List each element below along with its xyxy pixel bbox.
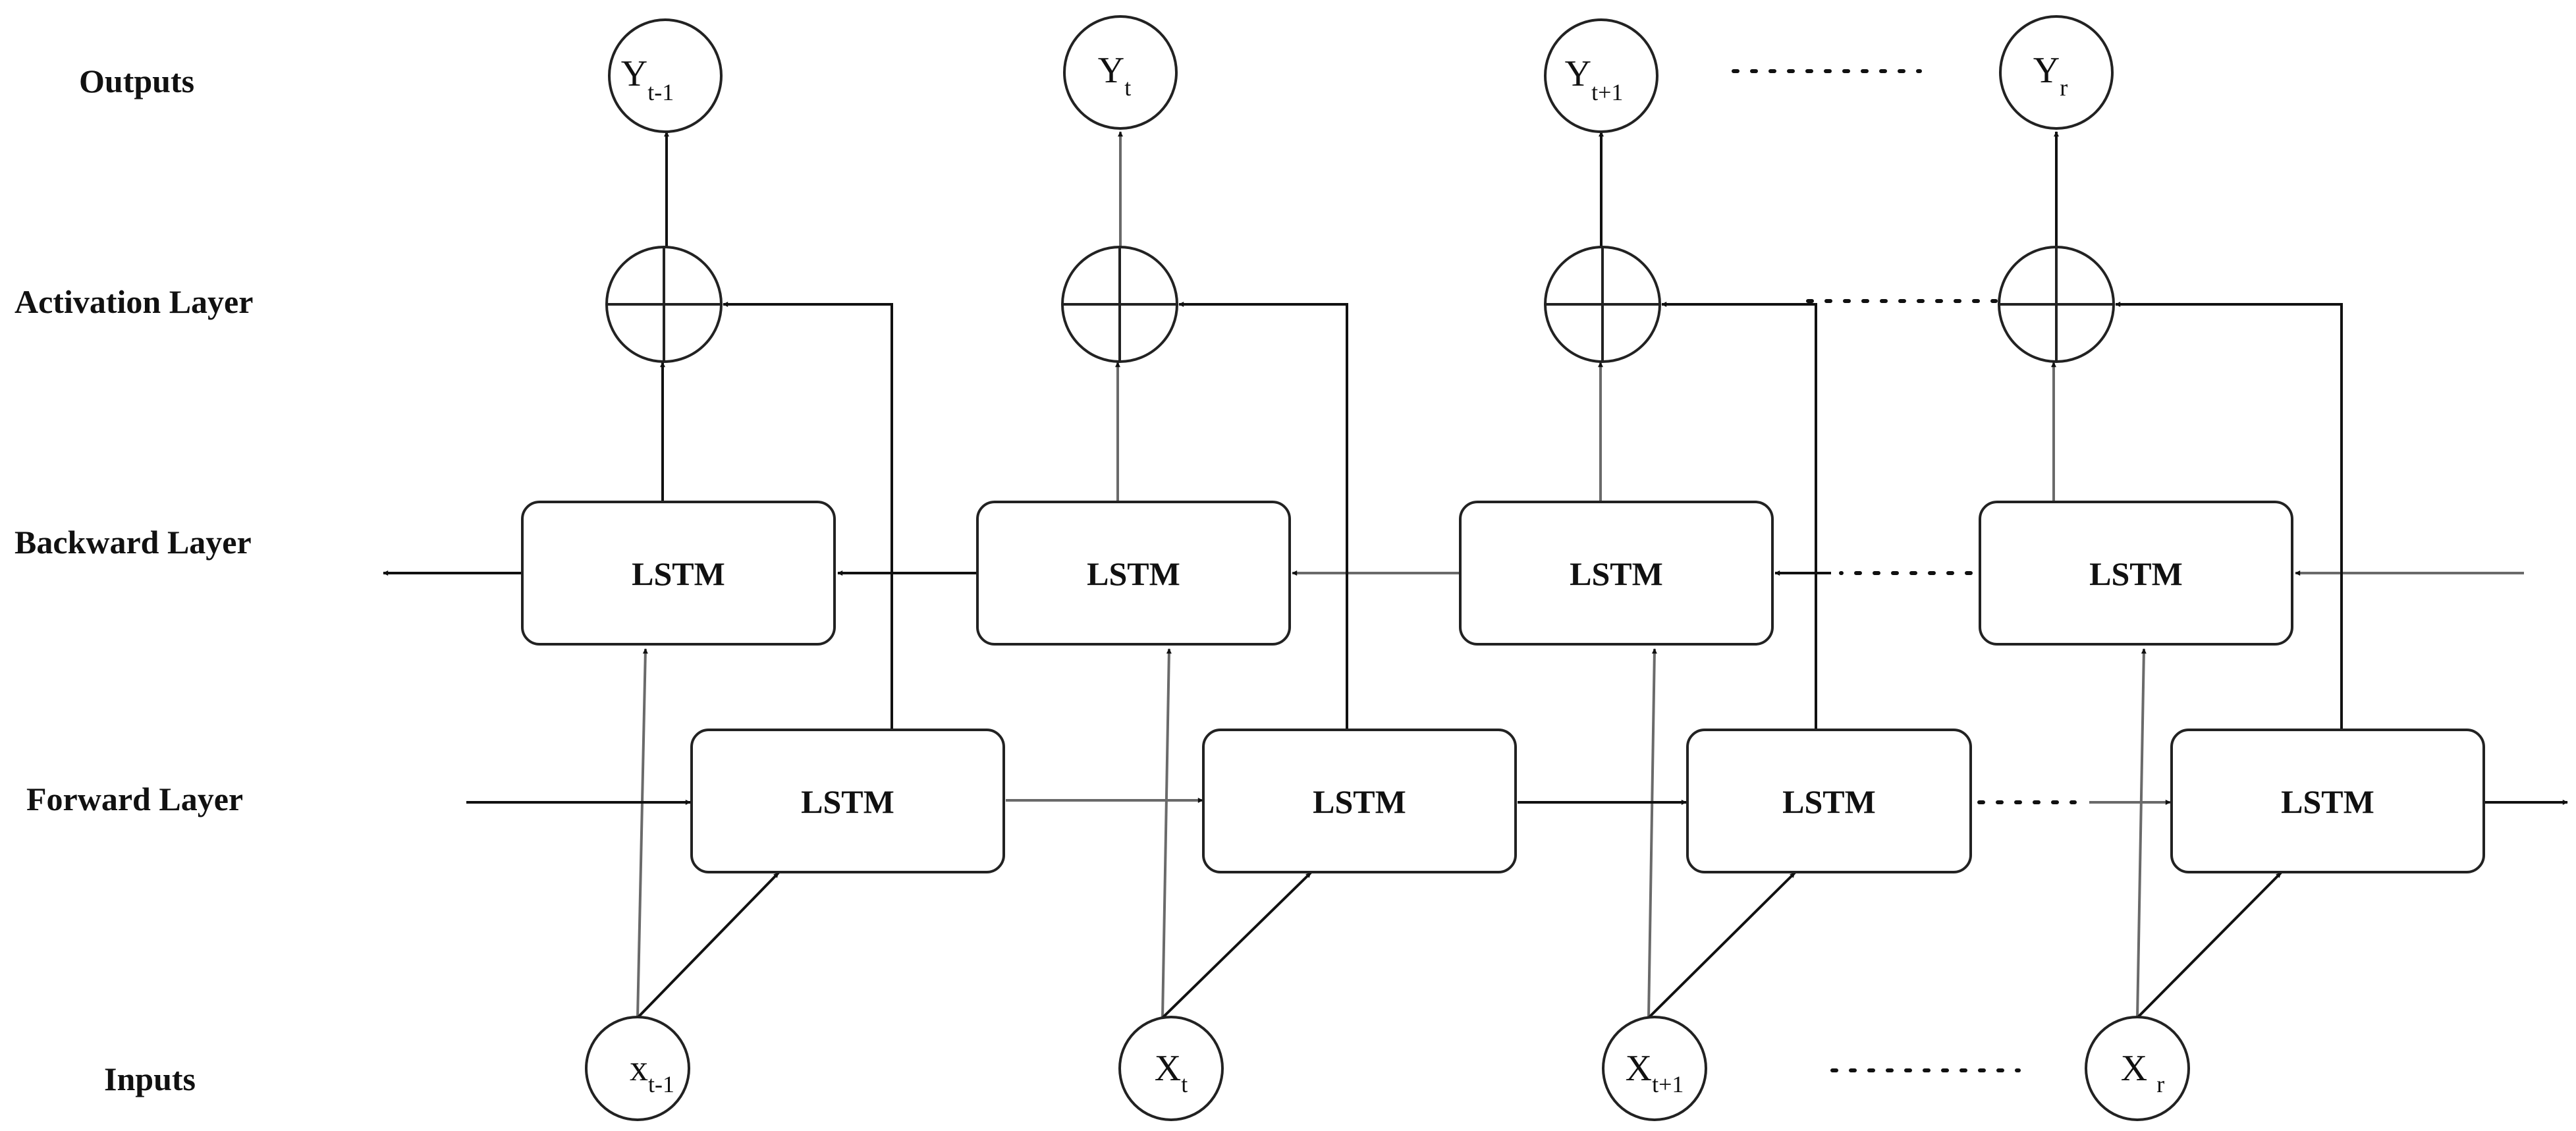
input-node-main: X	[1155, 1048, 1181, 1089]
output-node: Yt-1	[608, 18, 723, 133]
line-forward3-to-act	[1811, 303, 1817, 730]
layer-label-inputs: Inputs	[104, 1061, 196, 1097]
output-node-main: Y	[1565, 53, 1591, 94]
output-node-main: Y	[2033, 50, 2060, 91]
svg-text:Xt+1: Xt+1	[1626, 1048, 1684, 1097]
arrow-input2-to-backward	[1161, 648, 1172, 1018]
lstm-label: LSTM	[632, 555, 725, 592]
forward-lstm-box: LSTM	[690, 729, 1005, 873]
output-node: Yt+1	[1544, 18, 1658, 133]
arrow-input4-to-backward	[2136, 648, 2147, 1018]
backward-lstm-box: LSTM	[976, 501, 1291, 646]
input-node: X r	[2085, 1016, 2190, 1121]
lstm-label: LSTM	[2281, 783, 2374, 820]
input-nodes: xt-1 Xt Xt+1 X r	[585, 1016, 2190, 1121]
forward-lstm-box: LSTM	[2170, 729, 2485, 873]
input-node: Xt	[1118, 1016, 1224, 1121]
layer-label-backward: Backward Layer	[14, 524, 252, 561]
svg-text:Xt: Xt	[1155, 1048, 1188, 1097]
layer-label-activation: Activation Layer	[14, 283, 253, 320]
forward-lstm-box: LSTM	[1686, 729, 1972, 873]
output-node-sub: t-1	[647, 79, 674, 105]
input-node-main: x	[630, 1048, 648, 1089]
connections	[383, 131, 2568, 1019]
svg-text:Yr: Yr	[2033, 50, 2068, 101]
sum-node-icon	[1998, 246, 2115, 363]
input-node-sub: t	[1181, 1071, 1188, 1097]
svg-text:Yt: Yt	[1098, 50, 1131, 101]
arrow-forward1-to-act	[723, 302, 893, 730]
layer-label-forward: Forward Layer	[26, 781, 243, 817]
input-node: xt-1	[585, 1016, 690, 1121]
output-node-sub: r	[2060, 74, 2068, 101]
output-nodes: Yt-1 Yt Yt+1 Yr	[608, 15, 2114, 133]
output-node-sub: t+1	[1591, 79, 1623, 105]
backward-lstm-box: LSTM	[1459, 501, 1774, 646]
svg-text:Yt-1: Yt-1	[621, 53, 674, 105]
lstm-label: LSTM	[1313, 783, 1406, 820]
sum-node-icon	[1061, 246, 1178, 363]
svg-text:Yt+1: Yt+1	[1565, 53, 1624, 105]
output-node-main: Y	[621, 53, 647, 94]
backward-lstm-boxes: LSTM LSTM LSTM LSTM	[521, 501, 2293, 646]
input-node-main: X	[2121, 1048, 2156, 1089]
svg-text:xt-1: xt-1	[630, 1048, 674, 1097]
backward-lstm-box: LSTM	[1979, 501, 2293, 646]
input-node-sub: t-1	[648, 1071, 674, 1097]
forward-lstm-boxes: LSTM LSTM LSTM LSTM	[690, 729, 2485, 873]
arrow-forward2-to-act	[1178, 302, 1348, 730]
arrow-input3-to-backward	[1647, 648, 1657, 1018]
input-node: Xt+1	[1602, 1016, 1707, 1121]
forward-lstm-box: LSTM	[1202, 729, 1517, 873]
arrow-input4-to-forward	[2136, 871, 2282, 1019]
output-node: Yt	[1063, 15, 1178, 130]
sum-node-icon	[1544, 246, 1661, 363]
lstm-label: LSTM	[1570, 555, 1663, 592]
activation-nodes	[605, 246, 2115, 363]
output-node: Yr	[1999, 15, 2114, 130]
input-node-sub: r	[2156, 1071, 2164, 1097]
input-node-main: X	[1626, 1048, 1652, 1089]
lstm-label: LSTM	[1782, 783, 1876, 820]
output-node-sub: t	[1124, 74, 1131, 101]
arrow-forward4-to-act	[2115, 302, 2343, 730]
lstm-label: LSTM	[801, 783, 894, 820]
output-node-main: Y	[1098, 50, 1124, 91]
backward-lstm-box: LSTM	[521, 501, 836, 646]
layer-label-outputs: Outputs	[79, 63, 194, 99]
arrow-input2-to-forward	[1161, 871, 1312, 1019]
svg-text:X r: X r	[2121, 1048, 2164, 1097]
arrow-input3-to-forward	[1647, 871, 1796, 1019]
sum-node-icon	[605, 246, 723, 363]
lstm-label: LSTM	[1087, 555, 1180, 592]
lstm-label: LSTM	[2089, 555, 2183, 592]
arrow-input1-to-backward	[636, 648, 648, 1018]
arrow-input1-to-forward	[636, 871, 780, 1019]
input-node-sub: t+1	[1652, 1071, 1684, 1097]
